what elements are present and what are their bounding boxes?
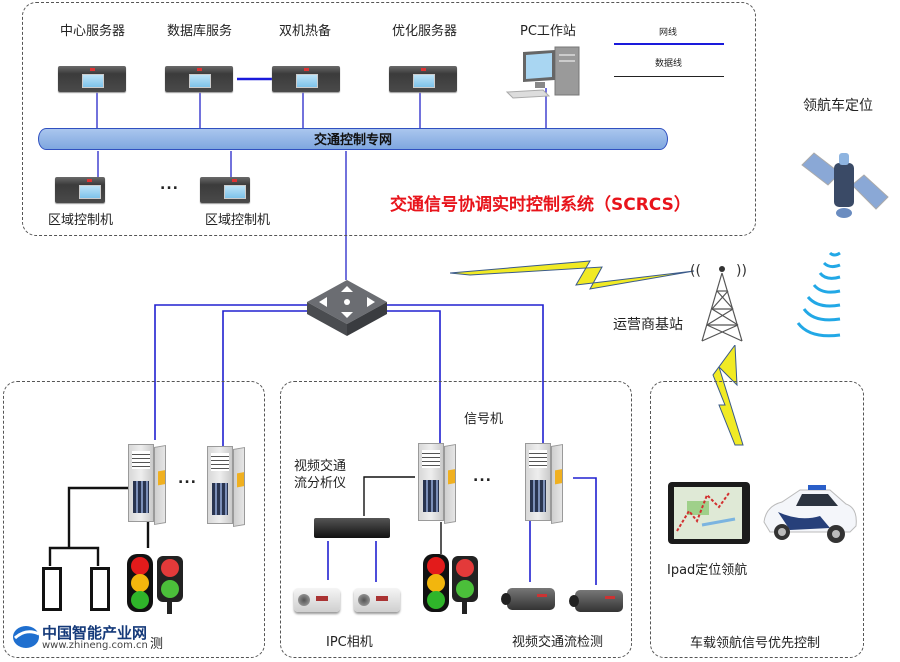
pedestrian-light-pole-middle xyxy=(462,602,467,614)
legend-network-line xyxy=(614,43,724,45)
watermark-cn: 中国智能产业网 xyxy=(42,624,148,642)
ipc-camera-icon-1 xyxy=(294,588,340,612)
signal-cabinet-icon-2[interactable] xyxy=(207,446,247,528)
traffic-detection-label: 视频交通流检测 xyxy=(512,635,604,650)
lightning-link-horizontal-icon xyxy=(450,260,695,290)
police-car-icon xyxy=(763,485,857,543)
analyzer-label-line1: 视频交通 xyxy=(294,459,347,474)
signal-cabinet-icon-3[interactable] xyxy=(418,443,458,525)
system-title: 交通信号协调实时控制系统（SCRCS） xyxy=(390,195,691,215)
central-server-icon[interactable] xyxy=(58,66,126,92)
lightning-link-vertical-icon xyxy=(712,345,744,446)
optimization-server-icon[interactable] xyxy=(389,66,457,92)
server-label-hot-standby: 双机热备 xyxy=(279,24,332,39)
zone-controller-icon-1[interactable] xyxy=(55,177,105,203)
network-switch-icon[interactable] xyxy=(305,278,389,338)
database-server-icon[interactable] xyxy=(165,66,233,92)
svg-text:((: (( xyxy=(690,263,701,279)
traffic-detector-camera-icon-1 xyxy=(501,588,555,610)
ipc-camera-icon-2 xyxy=(354,588,400,612)
ellipsis: ... xyxy=(160,177,179,193)
network-bus: 交通控制专网 xyxy=(38,128,668,150)
analyzer-label-line2: 流分析仪 xyxy=(294,476,347,491)
base-station-label: 运营商基站 xyxy=(613,317,683,333)
vehicle-priority-group xyxy=(650,381,864,658)
zone-controller-label-1: 区域控制机 xyxy=(48,213,114,228)
loop-detector-icon-1 xyxy=(42,567,62,611)
satellite-label: 领航车定位 xyxy=(803,98,873,114)
server-label-optimization: 优化服务器 xyxy=(392,24,458,39)
traffic-light-icon-left xyxy=(127,554,153,612)
vehicle-priority-caption: 车载领航信号优先控制 xyxy=(690,636,821,651)
server-label-database: 数据库服务 xyxy=(167,24,233,39)
zone-controller-label-2: 区域控制机 xyxy=(205,213,271,228)
watermark-url: www.zhineng.com.cn xyxy=(42,640,148,651)
gps-signal-icon xyxy=(796,251,841,338)
network-bus-label: 交通控制专网 xyxy=(313,133,392,148)
server-label-central: 中心服务器 xyxy=(60,24,126,39)
zone-controller-icon-2[interactable] xyxy=(200,177,250,203)
traffic-light-icon-middle xyxy=(423,554,449,612)
left-intersection-group xyxy=(3,381,265,658)
ipad-navigation-icon[interactable] xyxy=(667,481,751,545)
satellite-icon xyxy=(801,152,889,218)
cabinet-ellipsis-left: ... xyxy=(178,471,197,487)
pedestrian-light-icon-left xyxy=(157,556,183,602)
signal-controller-label: 信号机 xyxy=(464,412,504,427)
pc-workstation-icon[interactable] xyxy=(505,42,585,102)
loop-detector-icon-2 xyxy=(90,567,110,611)
workstation-label: PC工作站 xyxy=(520,24,576,39)
middle-intersection-group xyxy=(280,381,632,658)
system-group xyxy=(22,2,756,236)
watermark-logo-icon xyxy=(13,626,40,648)
ipc-camera-label: IPC相机 xyxy=(326,635,373,650)
traffic-detector-camera-icon-2 xyxy=(569,590,623,612)
cabinet-ellipsis-middle: ... xyxy=(473,469,492,485)
left-group-caption: 测 xyxy=(150,637,164,652)
svg-text:)): )) xyxy=(736,263,747,279)
hot-standby-server-icon[interactable] xyxy=(272,66,340,92)
pedestrian-light-pole-left xyxy=(167,602,172,614)
signal-cabinet-icon-1[interactable] xyxy=(128,444,168,526)
pedestrian-light-icon-middle xyxy=(452,556,478,602)
video-analyzer-icon[interactable] xyxy=(314,518,390,538)
legend-network-label: 网线 xyxy=(659,28,678,38)
legend-data-label: 数据线 xyxy=(655,59,683,69)
base-station-tower-icon: (( )) xyxy=(690,263,747,342)
ipad-navigation-label: Ipad定位领航 xyxy=(667,563,748,578)
legend-data-line xyxy=(614,76,724,77)
signal-cabinet-icon-4[interactable] xyxy=(525,443,565,525)
